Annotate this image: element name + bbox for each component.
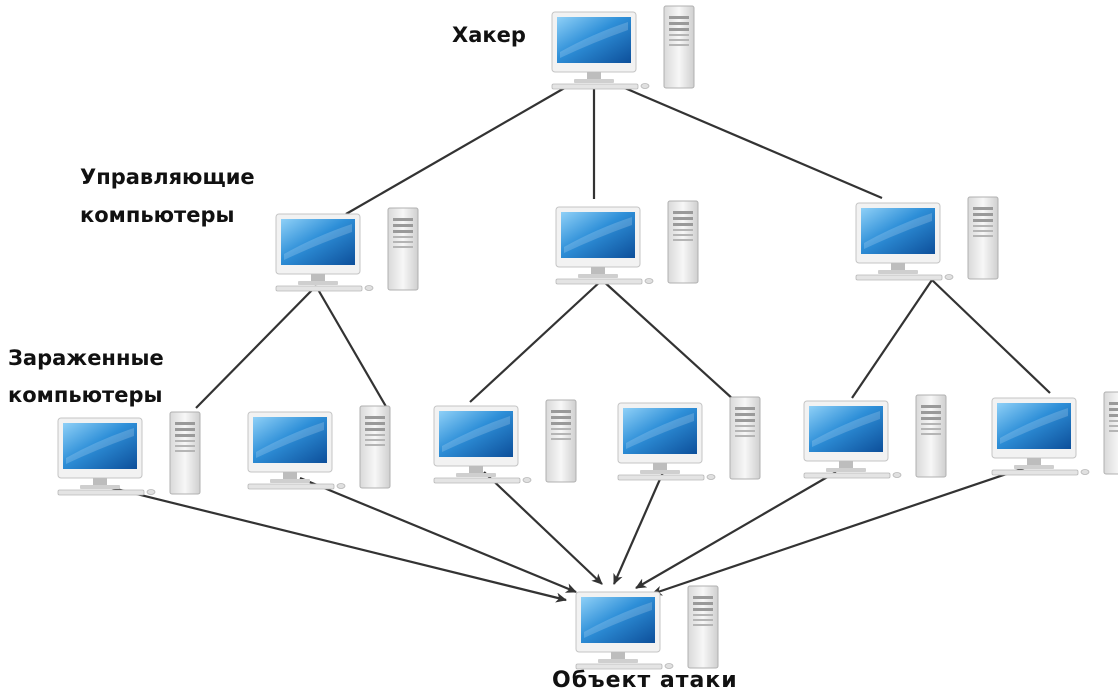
attack-arrow-infected-6-target <box>651 464 1031 596</box>
infected-5-computer-icon <box>803 394 947 479</box>
infected-2-computer-icon <box>247 405 391 490</box>
attack-arrow-infected-5-target <box>635 471 837 589</box>
infected-6-computer-icon <box>991 391 1118 476</box>
attack-arrow-infected-4-target <box>612 469 666 585</box>
connection-line-hacker-control-1 <box>345 85 569 215</box>
infected-4-computer-icon <box>617 396 761 481</box>
connection-line-control-1-infected-2 <box>315 285 389 411</box>
connection-line-control-1-infected-1 <box>195 285 317 409</box>
infected-computers-label-line1: Зараженные <box>8 346 164 370</box>
computers <box>57 5 1118 670</box>
connection-line-control-2-infected-3 <box>469 279 603 403</box>
control-computers-label-line2: компьютеры <box>80 203 235 227</box>
connections <box>103 84 1051 603</box>
control-1-computer-icon <box>275 207 419 292</box>
attack-arrow-infected-1-target <box>103 484 567 603</box>
infected-1-computer-icon <box>57 411 201 496</box>
infected-3-computer-icon <box>433 399 577 484</box>
control-2-computer-icon <box>555 200 699 285</box>
hacker-label: Хакер <box>452 23 526 47</box>
attack-arrow-infected-2-target <box>299 476 577 594</box>
connection-line-control-3-infected-6 <box>931 279 1051 394</box>
connection-line-control-2-infected-4 <box>601 279 735 401</box>
target-label: Объект атаки <box>552 668 738 693</box>
hacker-computer-icon <box>551 5 695 90</box>
control-3-computer-icon <box>855 196 999 281</box>
target-computer-icon <box>575 585 719 670</box>
connection-line-control-3-infected-5 <box>851 279 933 399</box>
connection-line-hacker-control-3 <box>619 84 883 200</box>
control-computers-label-line1: Управляющие <box>80 165 255 189</box>
attack-arrow-infected-3-target <box>483 471 603 585</box>
infected-computers-label-line2: компьютеры <box>8 383 163 407</box>
